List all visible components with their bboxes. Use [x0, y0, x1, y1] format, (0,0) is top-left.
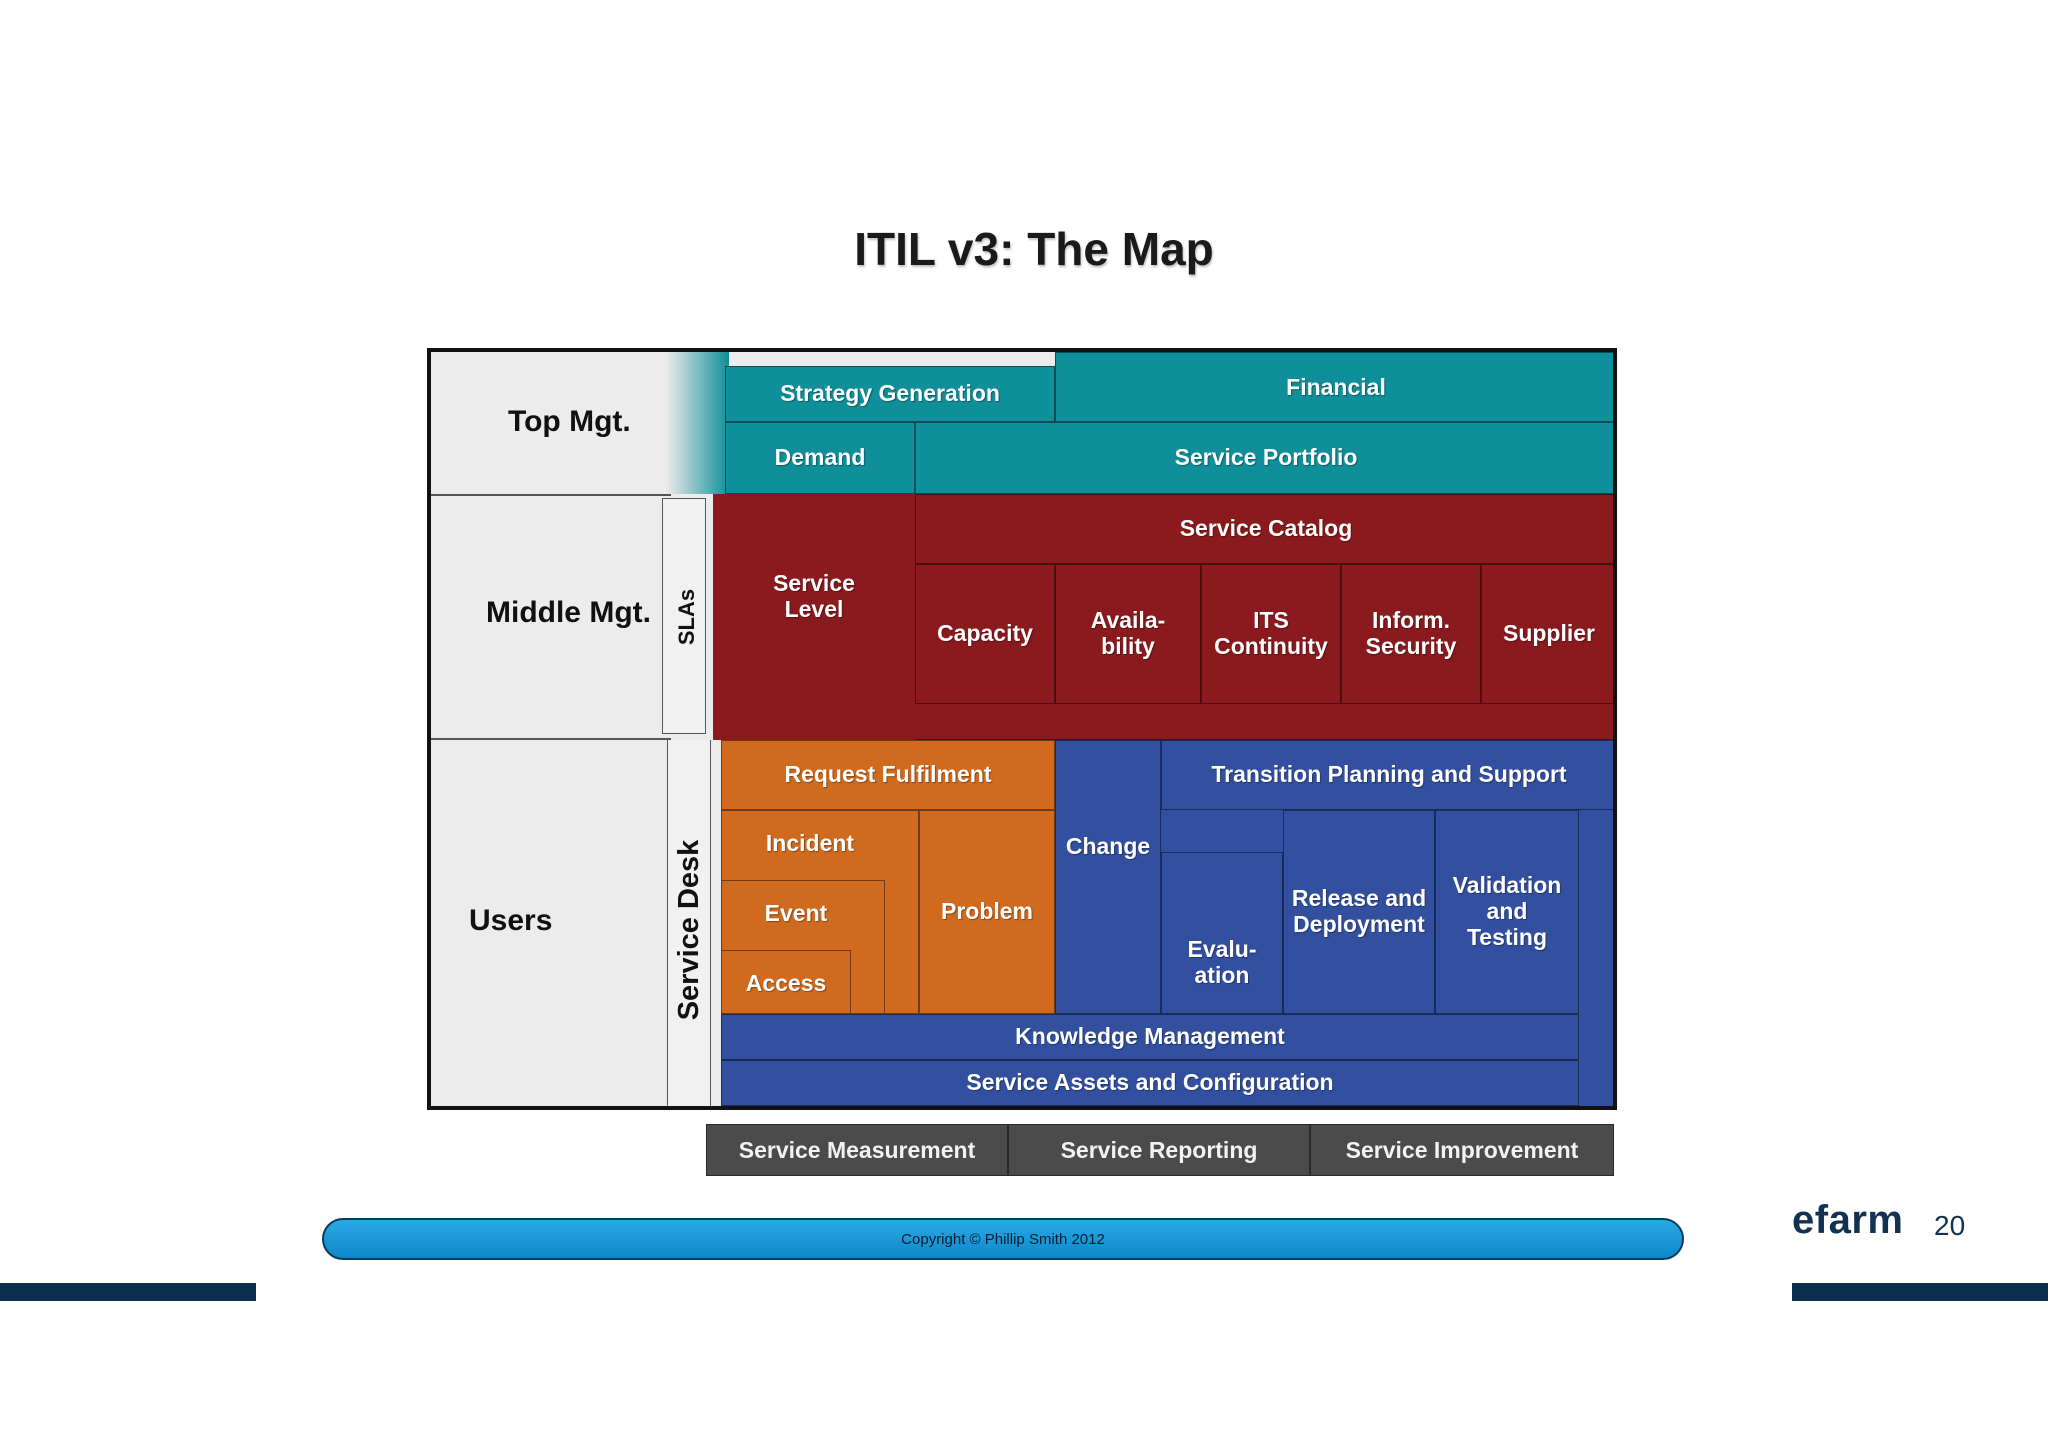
block-transition-planning-support: Transition Planning and Support — [1161, 740, 1613, 810]
level-users: Users — [469, 904, 553, 937]
block-service-level: Service Level — [713, 494, 915, 740]
block-supplier: Supplier — [1481, 564, 1613, 704]
itil-map-diagram: Top Mgt. Middle Mgt. Users SLAs Service … — [427, 348, 1617, 1110]
footer-stripe-right — [1792, 1283, 2048, 1301]
level-top-mgt: Top Mgt. — [508, 405, 631, 438]
block-problem: Problem — [919, 810, 1055, 1014]
block-strategy-generation: Strategy Generation — [725, 366, 1055, 422]
block-release-deployment: Release and Deployment — [1283, 810, 1435, 1014]
block-its-continuity: ITS Continuity — [1201, 564, 1341, 704]
block-knowledge-management: Knowledge Management — [721, 1014, 1579, 1060]
block-service-catalog: Service Catalog — [915, 494, 1613, 564]
footer-copyright-bar: Copyright © Phillip Smith 2012 — [322, 1218, 1684, 1260]
slas-label: SLAs — [674, 588, 699, 646]
footer-stripe-left — [0, 1283, 256, 1301]
level-divider-1 — [431, 494, 671, 496]
strategy-fade — [667, 352, 729, 494]
block-demand: Demand — [725, 422, 915, 494]
level-divider-2 — [431, 738, 671, 740]
block-capacity: Capacity — [915, 564, 1055, 704]
block-change: Change — [1055, 740, 1161, 1014]
bar-service-measurement: Service Measurement — [706, 1124, 1008, 1176]
level-middle-mgt: Middle Mgt. — [486, 596, 651, 629]
block-evaluation: Evalu-ation — [1161, 852, 1283, 1014]
block-request-fulfilment: Request Fulfilment — [721, 740, 1055, 810]
block-inform-security: Inform. Security — [1341, 564, 1481, 704]
service-desk-label: Service Desk — [672, 839, 705, 1021]
block-service-portfolio: Service Portfolio — [915, 422, 1613, 494]
bar-service-improvement: Service Improvement — [1310, 1124, 1614, 1176]
bar-service-reporting: Service Reporting — [1008, 1124, 1310, 1176]
block-validation-testing: Validation and Testing — [1435, 810, 1579, 1014]
page-number: 20 — [1934, 1210, 1966, 1241]
efarm-logo: efarm — [1792, 1198, 1904, 1242]
block-financial: Financial — [1055, 352, 1613, 422]
block-service-assets-config: Service Assets and Configuration — [721, 1060, 1579, 1106]
slide-title: ITIL v3: The Map — [854, 223, 1214, 275]
service-desk-panel — [667, 740, 711, 1106]
block-access: Access — [721, 950, 851, 1014]
copyright-text: Copyright © Phillip Smith 2012 — [901, 1230, 1105, 1248]
slas-panel — [662, 498, 706, 734]
block-availability: Availa-bility — [1055, 564, 1201, 704]
